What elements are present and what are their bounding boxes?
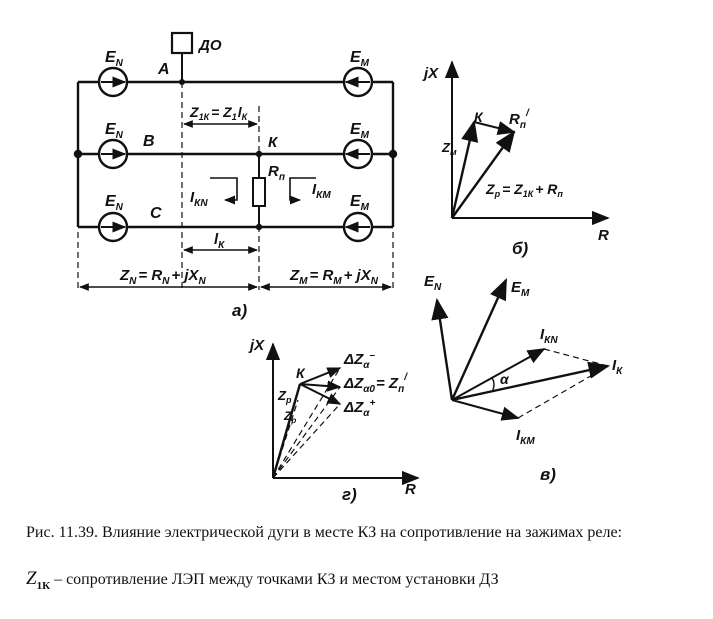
b-zp-label: Zр= Z1К+ Rп <box>485 181 563 199</box>
v-en-label: EN <box>424 273 442 293</box>
g-dz-zero-label: ΔZα0= Zп/ <box>343 372 408 395</box>
source-right-labels: EМ EМ EМ <box>350 49 370 213</box>
source-left-labels: EN EN EN <box>105 49 124 213</box>
v-alpha-label: α <box>500 371 510 387</box>
caption-definition-text: – сопротивление ЛЭП между точками КЗ и м… <box>50 571 499 588</box>
zm-label: ZМ= RМ+ jXN <box>289 267 379 287</box>
ikn-label: IКN <box>190 189 208 209</box>
b-rp-label: Rп/ <box>509 108 530 131</box>
diagram-g-label: г) <box>342 485 357 504</box>
svg-text:EN: EN <box>105 49 124 69</box>
b-x-axis-label: R <box>598 227 609 244</box>
zn-label: ZN= RN+ jXN <box>119 267 207 287</box>
svg-text:EМ: EМ <box>350 193 370 213</box>
diagram-b <box>444 60 610 226</box>
diagram-v <box>431 278 611 421</box>
rp-label: Rп <box>268 163 285 183</box>
diagram-v-label: в) <box>540 465 556 484</box>
caption-definition: Z1К – сопротивление ЛЭП между точками КЗ… <box>26 568 696 597</box>
diagram-b-label: б) <box>512 239 529 258</box>
svg-text:EМ: EМ <box>350 121 370 141</box>
g-zp-label: Zр <box>277 388 292 405</box>
point-k-label: К <box>268 134 279 151</box>
g-zp2-label: Zр <box>283 409 296 425</box>
v-ikn-label: IКN <box>540 326 558 346</box>
relay-label: ДО <box>197 37 222 54</box>
b-y-axis-label: jX <box>422 65 439 82</box>
svg-text:EМ: EМ <box>350 49 370 69</box>
caption-z-sub: 1К <box>36 580 51 592</box>
phase-b-label: В <box>143 133 155 150</box>
g-dz-plus-label: ΔZα+ <box>343 398 375 419</box>
v-em-label: EМ <box>511 279 530 299</box>
b-k-label: К <box>474 109 484 125</box>
b-zm-label: Zм <box>441 140 457 157</box>
arc-resistor <box>252 177 266 207</box>
g-dz-minus-label: ΔZα– <box>343 350 375 371</box>
g-y-axis-label: jX <box>248 337 265 354</box>
z1k-label: Z1К= Z1lК <box>189 104 249 122</box>
diagram-g <box>265 342 420 486</box>
lk-label: lК <box>214 231 225 251</box>
g-k-label: К <box>296 365 306 381</box>
v-ik-label: IК <box>612 357 623 377</box>
ikm-label: IКМ <box>312 181 331 201</box>
g-x-axis-label: R <box>405 481 416 498</box>
caption-title: Рис. 11.39. Влияние электрической дуги в… <box>26 524 623 541</box>
phase-c-label: С <box>150 205 162 222</box>
svg-text:EN: EN <box>105 121 124 141</box>
caption-z-symbol: Z <box>26 568 37 589</box>
phase-a-label: A <box>157 61 170 78</box>
svg-text:EN: EN <box>105 193 124 213</box>
diagram-a-label: а) <box>232 301 247 320</box>
v-ikm-label: IКМ <box>516 427 535 447</box>
relay-box <box>170 31 194 55</box>
